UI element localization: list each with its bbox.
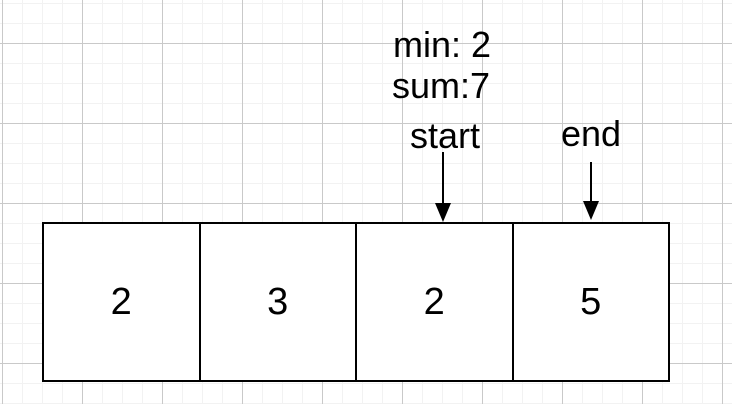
array-cell-value: 2 <box>110 280 132 323</box>
array-cell-3: 5 <box>514 224 669 380</box>
start-arrow-down-icon <box>435 152 451 222</box>
min-value-label: min: 2 <box>392 24 492 66</box>
array-cell-2: 2 <box>357 224 514 380</box>
sum-value-label: sum:7 <box>391 65 491 107</box>
array-cell-value: 2 <box>423 280 445 323</box>
array-container: 2 3 2 5 <box>42 222 670 382</box>
array-cell-value: 3 <box>267 280 289 323</box>
end-arrow-down-icon <box>583 162 599 220</box>
array-cell-1: 3 <box>201 224 357 380</box>
array-cell-0: 2 <box>44 224 201 380</box>
end-pointer-label: end <box>560 113 622 155</box>
start-pointer-label: start <box>409 115 481 157</box>
array-cell-value: 5 <box>580 280 602 323</box>
